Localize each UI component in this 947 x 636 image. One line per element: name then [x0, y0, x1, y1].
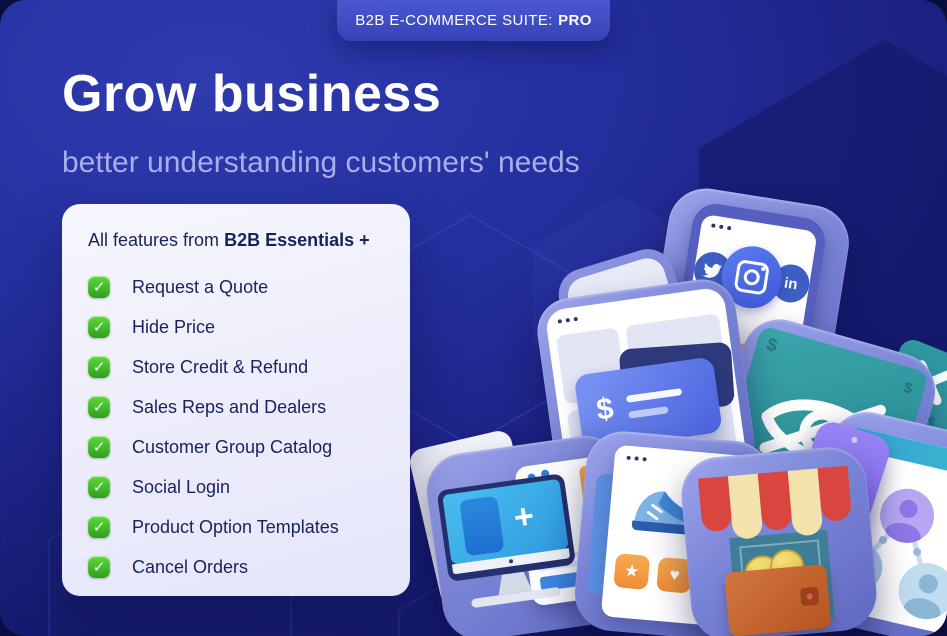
dollar-glyph: $ — [764, 333, 780, 356]
check-icon: ✓ — [88, 556, 110, 578]
wallet-clasp — [799, 586, 820, 607]
pro-badge: B2B E-COMMERCE SUITE: PRO — [337, 0, 610, 41]
feature-label: Social Login — [132, 476, 231, 497]
feature-label: Product Option Templates — [132, 516, 339, 537]
window-dots — [626, 455, 650, 462]
tile-storefront — [678, 444, 880, 636]
window-dots — [711, 223, 735, 231]
check-icon: ✓ — [88, 516, 110, 538]
dollar-glyph: $ — [594, 391, 616, 427]
check-icon: ✓ — [88, 396, 110, 418]
features-list: ✓ Request a Quote ✓ Hide Price ✓ Store C… — [88, 267, 384, 587]
page-subtitle: better understanding customers' needs — [62, 146, 580, 179]
check-icon: ✓ — [88, 356, 110, 378]
imac-screen: + — [436, 473, 577, 583]
quote-text-lines — [625, 387, 685, 419]
imac-computer: + — [436, 473, 581, 611]
check-icon: ✓ — [88, 436, 110, 458]
feature-label: Cancel Orders — [132, 556, 249, 577]
feature-item: ✓ Hide Price — [88, 307, 384, 347]
feature-label: Hide Price — [132, 316, 216, 337]
plus-icon: + — [511, 496, 537, 538]
features-intro-prefix: All features from — [88, 230, 220, 250]
features-intro-bold: B2B Essentials + — [224, 230, 370, 250]
badge-label: B2B E-COMMERCE SUITE: — [355, 12, 553, 29]
feature-item: ✓ Customer Group Catalog — [88, 427, 384, 467]
feature-item: ✓ Social Login — [88, 467, 384, 507]
feature-item: ✓ Sales Reps and Dealers — [88, 387, 384, 427]
check-icon: ✓ — [88, 476, 110, 498]
check-icon: ✓ — [88, 276, 110, 298]
window-dots — [557, 316, 582, 324]
feature-label: Request a Quote — [132, 276, 269, 297]
star-icon: ★ — [613, 553, 651, 590]
feature-label: Store Credit & Refund — [132, 356, 309, 377]
wallet-icon — [724, 563, 832, 636]
dollar-glyph: $ — [901, 379, 915, 398]
awning — [698, 465, 853, 545]
feature-item: ✓ Product Option Templates — [88, 507, 384, 547]
phone-product — [459, 495, 505, 557]
feature-label: Sales Reps and Dealers — [132, 396, 327, 417]
feature-label: Customer Group Catalog — [132, 436, 333, 457]
page-title: Grow business — [62, 65, 442, 123]
check-icon: ✓ — [88, 316, 110, 338]
feature-item: ✓ Store Credit & Refund — [88, 347, 384, 387]
badge-highlight: PRO — [558, 12, 592, 29]
feature-item: ✓ Cancel Orders — [88, 547, 384, 587]
camera-dot — [850, 436, 859, 444]
feature-item: ✓ Request a Quote — [88, 267, 384, 307]
